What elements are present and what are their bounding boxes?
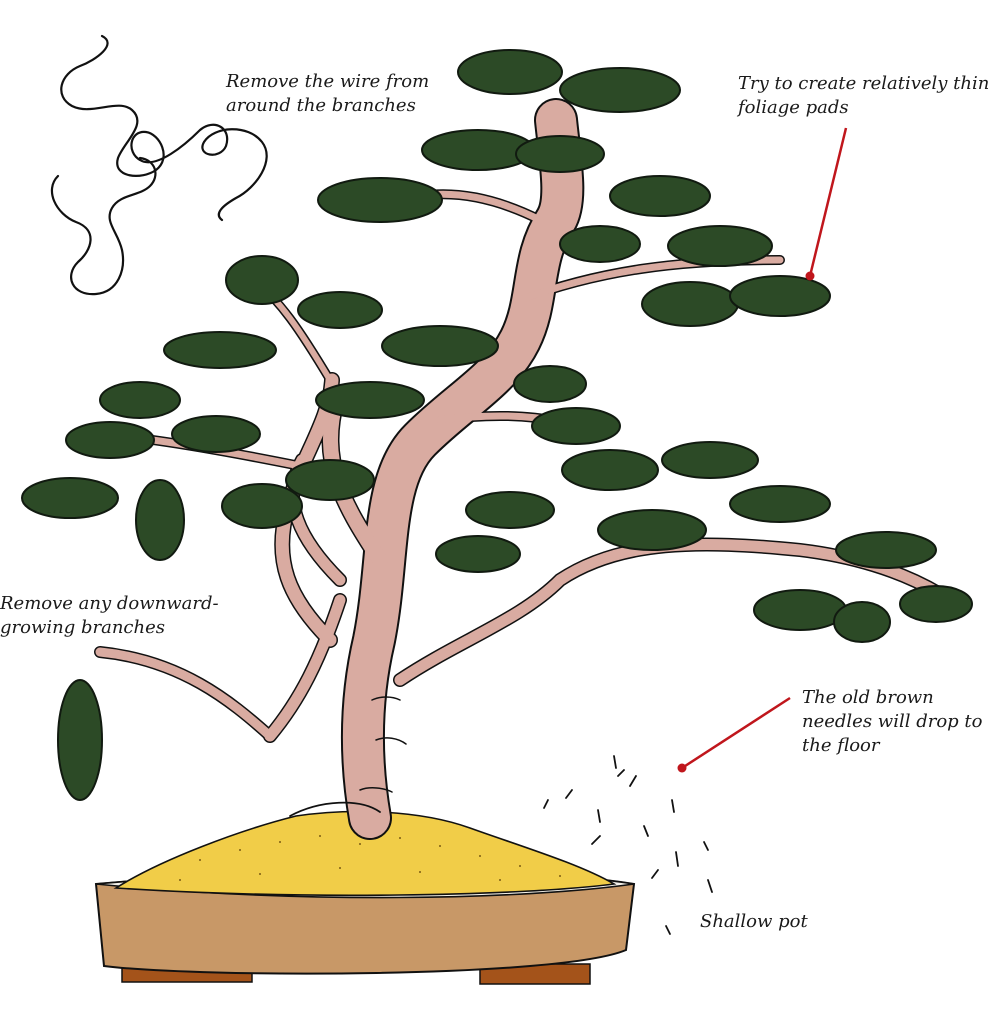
foliage-pad (753, 589, 847, 631)
falling-needles (543, 755, 713, 935)
foliage-pad (667, 225, 773, 267)
leader-dot-needles (677, 763, 687, 773)
foliage-pad (135, 479, 185, 561)
foliage-pads (21, 49, 973, 801)
foliage-pad (559, 225, 641, 263)
foliage-pad (221, 483, 303, 529)
foliage-pad (317, 177, 443, 223)
foliage-pad (531, 407, 621, 445)
foliage-pad (609, 175, 711, 217)
foliage-pad (57, 679, 103, 801)
foliage-pad (99, 381, 181, 419)
foliage-pad (163, 331, 277, 369)
foliage-pad (381, 325, 499, 367)
foliage-pad (225, 255, 299, 305)
foliage-pad (833, 601, 891, 643)
leader-line-pads (808, 127, 848, 277)
foliage-pad (661, 441, 759, 479)
foliage-pad (561, 449, 659, 491)
foliage-pad (515, 135, 605, 173)
foliage-pad (171, 415, 261, 453)
foliage-pad (465, 491, 555, 529)
foliage-pad (21, 477, 119, 519)
leader-dot-pads (805, 271, 815, 281)
foliage-pad (899, 585, 973, 623)
removed-wire (50, 34, 268, 296)
foliage-pad (729, 485, 831, 523)
foliage-pad (65, 421, 155, 459)
annotation-foliage-pads: Try to create relatively thin foliage pa… (738, 73, 990, 118)
foliage-pad (835, 531, 937, 569)
annotation-remove-wire: Remove the wire from around the branches (226, 71, 430, 116)
foliage-pad (435, 535, 521, 573)
foliage-pad (285, 459, 375, 501)
annotation-shallow-pot: Shallow pot (700, 911, 808, 932)
shallow-pot (94, 810, 636, 985)
foliage-pad (729, 275, 831, 317)
foliage-pad (513, 365, 587, 403)
foliage-pad (641, 281, 739, 327)
leader-line-needles (681, 696, 791, 770)
leader-lines (677, 127, 848, 773)
annotation-downward-branches: Remove any downward- growing branches (0, 593, 219, 638)
soil (113, 810, 617, 897)
foliage-pad (297, 291, 383, 329)
foliage-pad (597, 509, 707, 551)
foliage-pad (457, 49, 563, 95)
foliage-pad (315, 381, 425, 419)
annotation-old-needles: The old brown needles will drop to the f… (802, 687, 983, 756)
foliage-pad (559, 67, 681, 113)
